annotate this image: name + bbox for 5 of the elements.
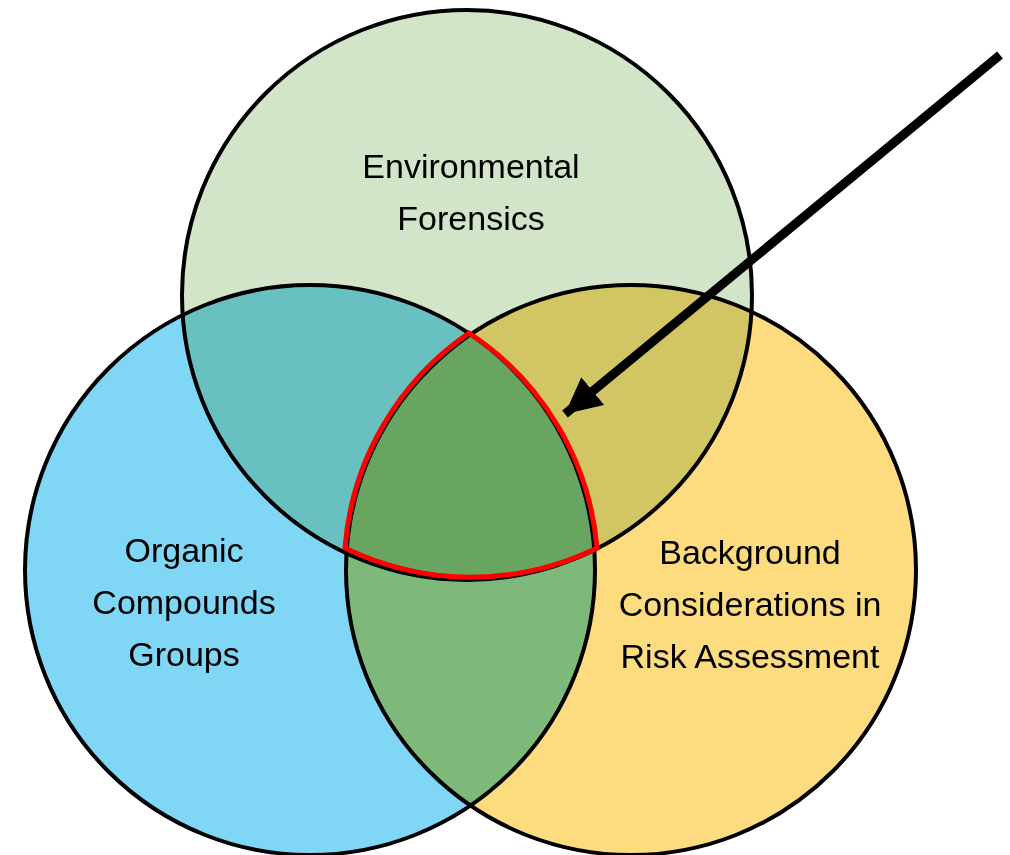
circle-label: Organic Compounds Groups	[91, 530, 277, 675]
intersection-outline	[342, 330, 600, 580]
circle-label: Environmental Forensics	[361, 146, 581, 239]
arrow	[562, 51, 1003, 418]
circle-label: Background Considerations in Risk Assessment	[617, 532, 883, 677]
